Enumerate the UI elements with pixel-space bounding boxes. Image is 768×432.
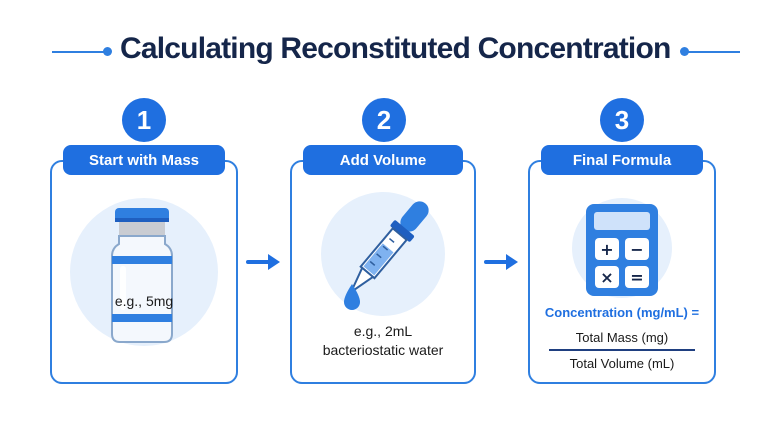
title-decoration-dot	[103, 47, 112, 56]
formula-fraction-bar	[549, 349, 695, 351]
step-2-caption-line2: bacteriostatic water	[322, 342, 444, 358]
calculator-key-plus: +	[600, 240, 613, 259]
step-2-caption-line1: e.g., 2mL	[353, 323, 413, 339]
page-title: Calculating Reconstituted Concentration	[120, 32, 671, 65]
dropper-icon	[321, 192, 445, 316]
arrow-right-icon	[246, 254, 280, 270]
title-decoration-line	[52, 51, 104, 53]
calculator-key-minus: −	[630, 240, 643, 259]
step-1-number: 1	[122, 98, 166, 142]
title-decoration-dot	[680, 47, 689, 56]
step-3-card	[528, 160, 716, 384]
step-2-label: Add Volume	[303, 145, 463, 175]
arrow-right-icon	[484, 254, 518, 270]
title-row: Calculating Reconstituted Concentration	[0, 30, 768, 74]
vial-icon	[70, 198, 218, 346]
formula-numerator: Total Mass (mg)	[575, 330, 669, 345]
calculator-key-equals: =	[630, 268, 643, 287]
step-1-caption: e.g., 5mg	[114, 293, 174, 309]
step-3-number: 3	[600, 98, 644, 142]
title-decoration-line	[688, 51, 740, 53]
formula-denominator: Total Volume (mL)	[569, 356, 675, 371]
step-3-label: Final Formula	[541, 145, 703, 175]
step-1-label: Start with Mass	[63, 145, 225, 175]
step-2-number: 2	[362, 98, 406, 142]
formula-lhs: Concentration (mg/mL) =	[544, 305, 700, 320]
calculator-icon: + − × =	[572, 198, 672, 298]
calculator-key-times: ×	[600, 268, 613, 287]
